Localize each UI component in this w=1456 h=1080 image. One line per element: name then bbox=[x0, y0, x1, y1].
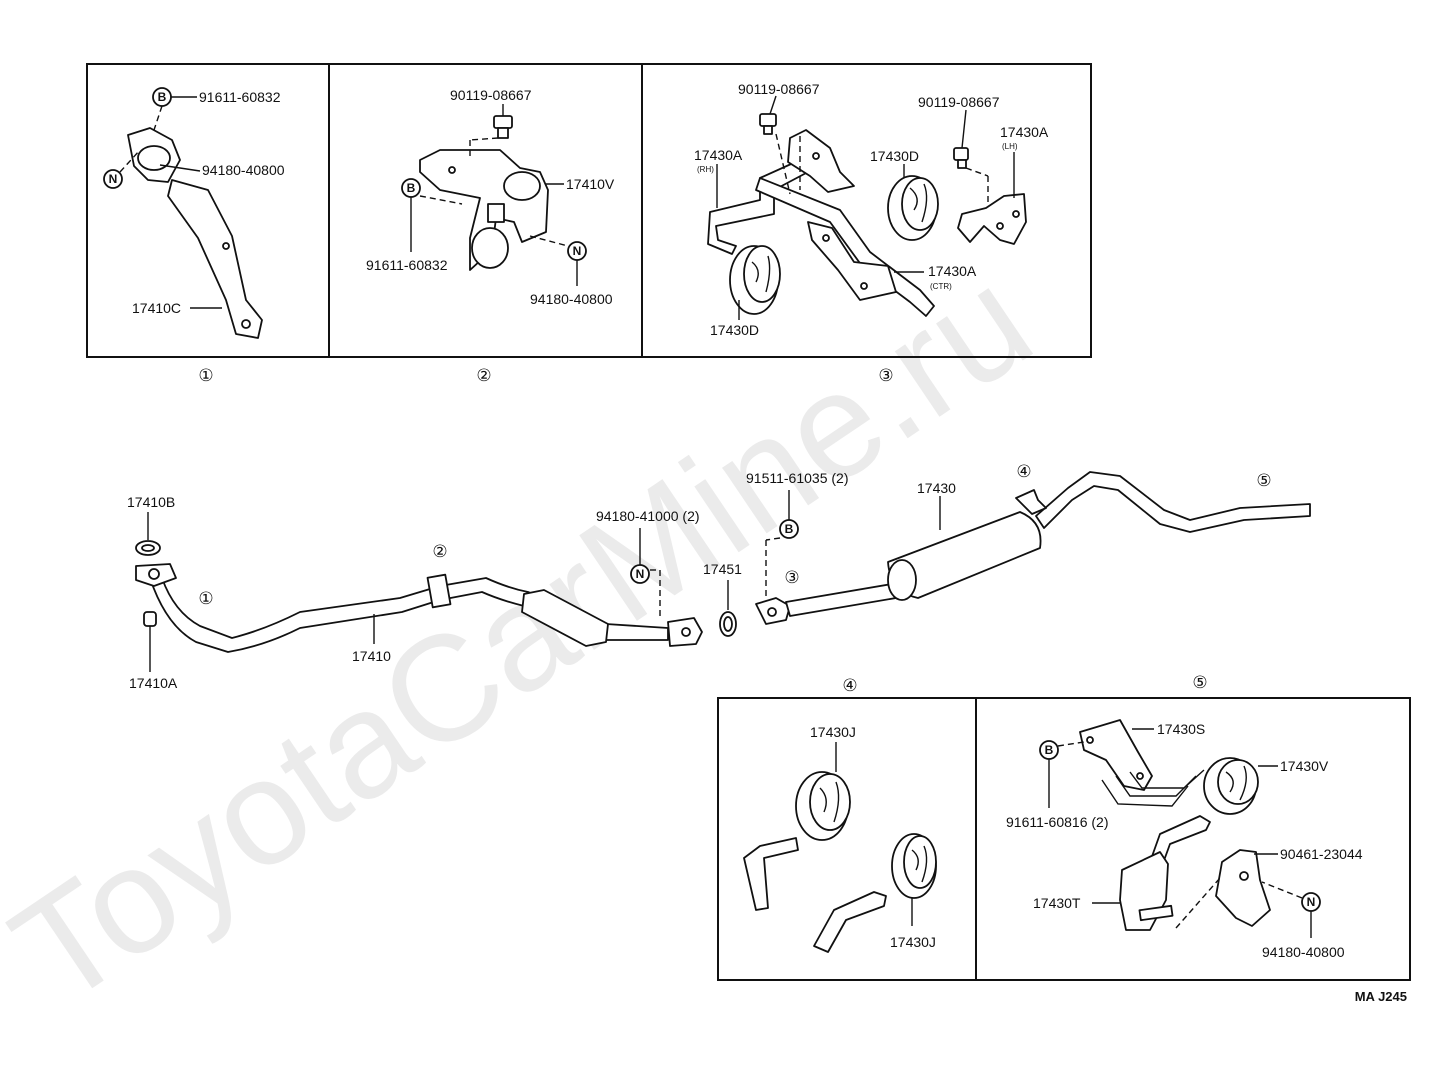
part-17430a-rh: 17430A bbox=[694, 147, 743, 163]
panel-3-number: ③ bbox=[878, 366, 893, 385]
svg-text:B: B bbox=[407, 181, 416, 195]
part-17430: 17430 bbox=[917, 480, 956, 496]
main-exhaust: 17410B 17410A 17410 N 94180-41000 (2) 17… bbox=[127, 462, 1311, 691]
nut-badge: N bbox=[567, 241, 587, 261]
part-94180-40800: 94180-40800 bbox=[202, 162, 285, 178]
cushion-17430d-top-part bbox=[887, 175, 939, 241]
panel-4-number: ④ bbox=[842, 676, 857, 695]
cushion-17430d-bottom-part bbox=[729, 245, 781, 315]
part-91611-60832: 91611-60832 bbox=[199, 89, 281, 105]
svg-text:B: B bbox=[158, 90, 167, 104]
svg-text:N: N bbox=[636, 567, 645, 581]
hanger-ctr-part bbox=[807, 221, 897, 301]
bolt-badge: B bbox=[779, 519, 799, 539]
panel-2-number: ② bbox=[476, 366, 491, 385]
marker-1: ① bbox=[198, 589, 213, 608]
cushion-17430v-part bbox=[1203, 757, 1259, 815]
part-17430d-top: 17430D bbox=[870, 148, 919, 164]
marker-4: ④ bbox=[1016, 462, 1031, 481]
clamp-17410v-part bbox=[419, 149, 549, 271]
svg-text:N: N bbox=[573, 244, 582, 258]
bolt-90119-08667-part bbox=[493, 115, 513, 139]
nut-badge: N bbox=[630, 564, 650, 584]
cushion-17430j-top-part bbox=[795, 771, 851, 841]
note-ctr: (CTR) bbox=[930, 282, 952, 291]
part-17430t: 17430T bbox=[1033, 895, 1081, 911]
bolt-badge: B bbox=[1039, 740, 1059, 760]
part-17410b: 17410B bbox=[127, 494, 175, 510]
watermark: ToyotaCarMine.ru bbox=[0, 235, 1059, 1036]
part-91611-60816: 91611-60816 (2) bbox=[1006, 814, 1108, 830]
note-rh: (RH) bbox=[697, 165, 714, 174]
part-17430a-lh: 17430A bbox=[1000, 124, 1049, 140]
bolt-90119-a-part bbox=[759, 113, 777, 135]
bracket-top-part bbox=[787, 129, 855, 193]
top-panels-frame bbox=[86, 63, 1092, 358]
part-94180-41000: 94180-41000 (2) bbox=[596, 508, 700, 524]
part-17410c: 17410C bbox=[132, 300, 181, 316]
part-90461-23044: 90461-23044 bbox=[1280, 846, 1363, 862]
part-17430v: 17430V bbox=[1280, 758, 1329, 774]
part-90119-08667: 90119-08667 bbox=[738, 81, 820, 97]
flange-part bbox=[135, 563, 177, 587]
panel-2: 90119-08667 17410V B 91611-60832 N 94180… bbox=[366, 87, 615, 307]
panel-1-number: ① bbox=[198, 366, 213, 385]
panel-5: 17430S B 91611-60816 (2) 17430V 17430T 9… bbox=[1006, 719, 1363, 960]
front-pipe-17410-part bbox=[149, 573, 703, 653]
part-17410: 17410 bbox=[352, 648, 391, 664]
tail-pipe-17430-part bbox=[755, 471, 1311, 625]
marker-3: ③ bbox=[784, 568, 799, 587]
part-17451: 17451 bbox=[703, 561, 742, 577]
svg-text:B: B bbox=[785, 522, 794, 536]
bolt-90119-b-part bbox=[953, 147, 969, 169]
bracket-17430s-part bbox=[1079, 719, 1205, 807]
panel-5-number: ⑤ bbox=[1192, 673, 1207, 692]
panel-3: 90119-08667 17430A (RH) 17430D 17430A (C… bbox=[694, 81, 1049, 338]
marker-2: ② bbox=[432, 542, 447, 561]
part-17410a: 17410A bbox=[129, 675, 178, 691]
svg-text:N: N bbox=[1307, 895, 1316, 909]
panel-4: 17430J 17430J bbox=[743, 724, 937, 953]
part-90119-08667: 90119-08667 bbox=[450, 87, 532, 103]
hanger-lh-part bbox=[957, 193, 1027, 245]
part-17430s: 17430S bbox=[1157, 721, 1205, 737]
part-17430j-top: 17430J bbox=[810, 724, 856, 740]
bolt-badge: B bbox=[401, 178, 421, 198]
part-90119-08667-b: 90119-08667 bbox=[918, 94, 1000, 110]
part-91611-60832: 91611-60832 bbox=[366, 257, 448, 273]
part-17430d-bottom: 17430D bbox=[710, 322, 759, 338]
cushion-17430j-bottom-part bbox=[891, 833, 937, 899]
clip-90461-part bbox=[1215, 849, 1271, 927]
note-lh: (LH) bbox=[1002, 142, 1018, 151]
stud-17410a-part bbox=[143, 611, 157, 627]
bracket-17410c-part bbox=[127, 127, 263, 339]
nut-badge: N bbox=[103, 169, 123, 189]
gasket-17451-part bbox=[719, 611, 737, 637]
bolt-badge: B bbox=[152, 87, 172, 107]
part-94180-40800: 94180-40800 bbox=[530, 291, 613, 307]
bottom-panels-frame bbox=[717, 697, 1411, 981]
nut-badge: N bbox=[1301, 892, 1321, 912]
part-17410v: 17410V bbox=[566, 176, 615, 192]
part-91511-61035: 91511-61035 (2) bbox=[746, 470, 848, 486]
panel-1: B 91611-60832 N 94180-40800 17410C bbox=[103, 87, 285, 339]
panel-numbers: ① ② ③ bbox=[198, 366, 893, 385]
part-17430a-ctr: 17430A bbox=[928, 263, 977, 279]
svg-text:B: B bbox=[1045, 743, 1054, 757]
marker-5: ⑤ bbox=[1256, 471, 1271, 490]
part-17430j-bottom: 17430J bbox=[890, 934, 936, 950]
bracket-17430t-part bbox=[1119, 851, 1174, 931]
gasket-17410b-part bbox=[135, 540, 161, 556]
diagram-code: MA J245 bbox=[1355, 989, 1407, 1004]
part-94180-40800: 94180-40800 bbox=[1262, 944, 1345, 960]
svg-text:N: N bbox=[109, 172, 118, 186]
